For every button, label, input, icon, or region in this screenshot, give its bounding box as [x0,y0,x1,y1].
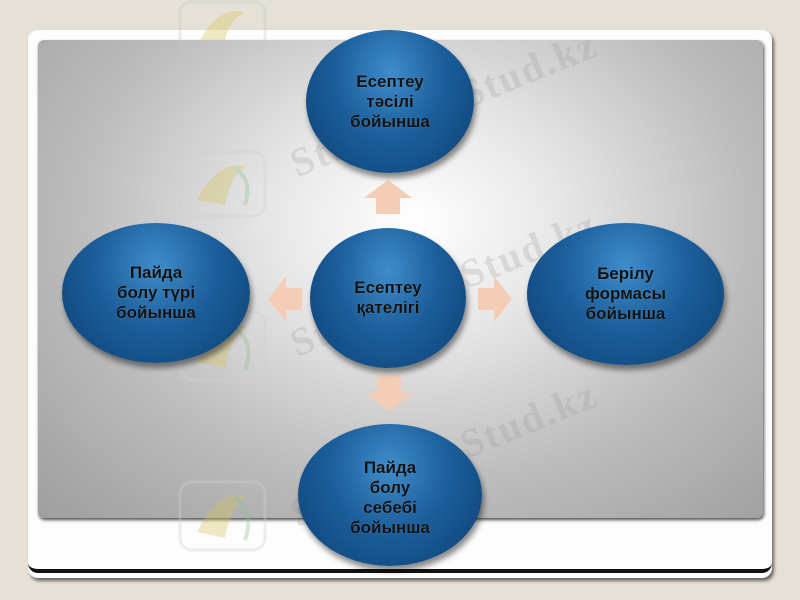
node-calculation-method: Есептеу тәсілі бойынша [306,30,474,173]
node-label: Пайда болу түрі бойынша [116,263,196,322]
arrow-up-icon [364,180,412,214]
node-label: Есептеу тәсілі бойынша [350,71,430,131]
node-label: Берілу формасы бойынша [585,264,666,323]
node-calculation-error: Есептеу қателігі [310,228,466,368]
arrow-down-icon [365,375,413,411]
arrow-left-icon [268,276,302,322]
node-origin-type: Пайда болу түрі бойынша [62,223,250,363]
node-label: Есептеу қателігі [354,278,422,317]
node-label: Пайда болу себебі бойынша [350,458,430,537]
node-presentation-form: Берілу формасы бойынша [527,223,724,365]
slide-footer-bar [28,555,772,573]
arrow-right-icon [478,276,512,322]
node-origin-cause: Пайда болу себебі бойынша [298,424,482,566]
